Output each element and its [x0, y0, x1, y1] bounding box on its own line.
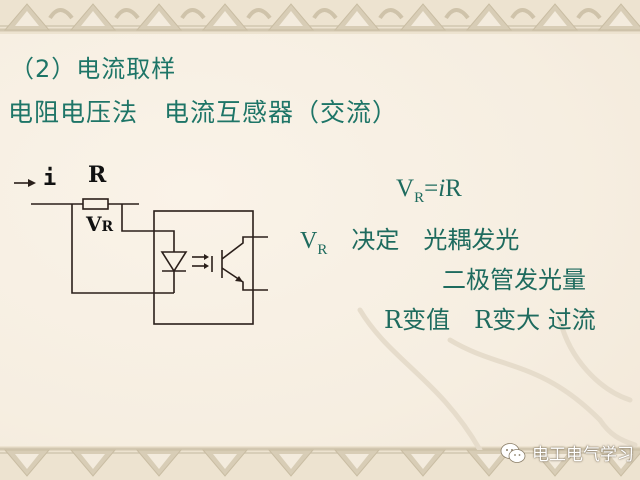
wechat-icon: [500, 442, 526, 463]
watermark-text: 电工电气学习: [532, 445, 634, 465]
slide-subtitle: 电阻电压法 电流互感器（交流）: [8, 98, 399, 127]
note-line-4: R变值 R变大 过流: [384, 306, 596, 334]
equation-vr-ir: VR=iR: [396, 175, 462, 207]
note-v-sub: R: [317, 242, 328, 258]
eq-i: i: [438, 175, 446, 202]
voltage-label-v: V: [86, 212, 102, 236]
watermark: 电工电气学习: [500, 440, 634, 465]
note-line-2-text: 决定 光耦发光: [327, 226, 520, 254]
current-label: i: [43, 166, 57, 191]
background-branch-art: [357, 307, 638, 450]
decorative-border-bottom: [0, 446, 640, 480]
circuit-lines: [14, 179, 268, 325]
eq-equals: =: [424, 175, 439, 202]
eq-sub: R: [414, 190, 425, 206]
note-line-2: VR 决定 光耦发光: [300, 220, 519, 259]
note-v: V: [300, 228, 318, 254]
eq-r: R: [445, 175, 462, 202]
voltage-label-subscript: R: [101, 219, 114, 235]
slide-title: （2）电流取样: [10, 55, 177, 83]
voltage-label: VR: [86, 212, 113, 236]
resistor-label: R: [88, 162, 107, 188]
optocoupler-circuit-diagram: i R VR: [0, 150, 300, 340]
eq-v: V: [396, 175, 415, 202]
decorative-border-top: [0, 0, 640, 34]
note-line-3: 二极管发光量: [442, 266, 586, 294]
